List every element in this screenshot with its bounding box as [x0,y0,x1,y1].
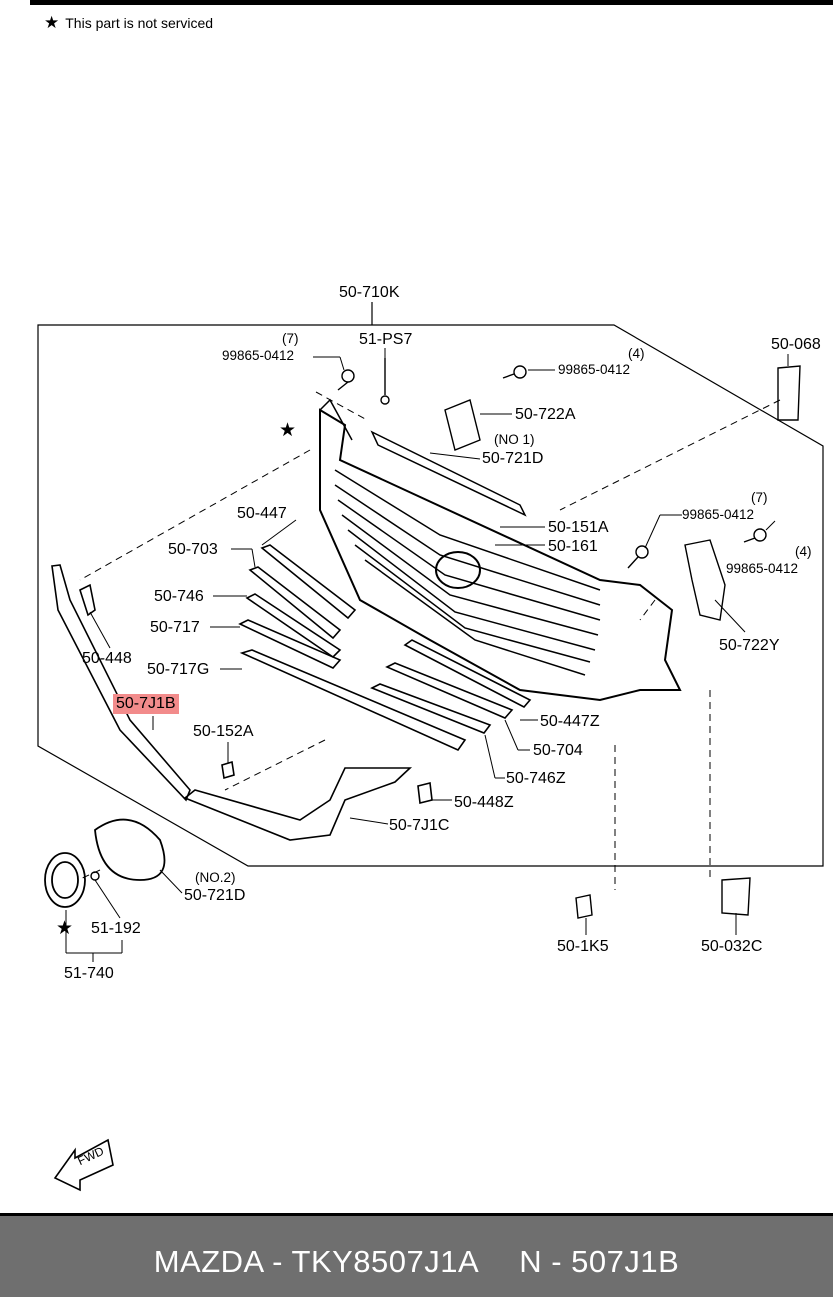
molding-strips-left [238,544,467,752]
lower-trims [51,564,433,841]
label-50-717G: 50-717G [147,661,210,678]
label-bolt-c: 99865-0412 [682,507,755,522]
label-51-PS7: 51-PS7 [359,331,413,348]
emblem-mount [435,551,481,589]
label-bolt-b: 99865-0412 [558,362,631,377]
label-50-717: 50-717 [150,619,200,636]
label-50-448Z: 50-448Z [454,794,514,811]
label-50-068: 50-068 [771,336,821,353]
label-50-151A: 50-151A [548,519,609,536]
label-qty-7-a: (7) [282,331,299,346]
fasteners [90,358,801,919]
label-no1: (NO 1) [494,432,535,447]
footer-part-number: MAZDA - TKY8507J1A [153,1244,480,1279]
star-icon: ★ [56,918,74,939]
label-50-7J1B-highlighted: 50-7J1B [113,694,179,714]
star-icon: ★ [44,13,60,32]
label-50-721D-no2: 50-721D [184,887,246,904]
footer-text: MAZDA - TKY8507J1A N - 507J1B [0,1244,833,1280]
fwd-arrow-icon [53,1138,114,1192]
parts-diagram [37,302,824,1192]
label-bolt-d: 99865-0412 [726,561,799,576]
label-qty-4-b: (4) [795,544,812,559]
not-serviced-notice: ★ This part is not serviced [44,14,213,31]
label-50-746: 50-746 [154,588,204,605]
molding-strips-right [370,639,532,734]
emblem-base [94,818,166,881]
label-50-447Z: 50-447Z [540,713,600,730]
label-50-722A: 50-722A [515,406,576,423]
label-50-703: 50-703 [168,541,218,558]
footer-bar: MAZDA - TKY8507J1A N - 507J1B [0,1213,833,1297]
label-51-192: 51-192 [91,920,141,937]
label-51-740: 51-740 [64,965,114,982]
label-50-722Y: 50-722Y [719,637,780,654]
emblem [44,852,86,908]
label-50-704: 50-704 [533,742,583,759]
label-bolt-a: 99865-0412 [222,348,295,363]
label-50-447: 50-447 [237,505,287,522]
label-qty-4-a: (4) [628,346,645,361]
emblem-parts [44,818,166,908]
assembly-frame [37,324,824,867]
top-rule [30,0,833,5]
label-50-152A: 50-152A [193,723,254,740]
leader-lines [65,348,789,962]
label-50-032C: 50-032C [701,938,763,955]
grille-assembly [319,398,682,702]
label-50-161: 50-161 [548,538,598,555]
label-qty-7-b: (7) [751,490,768,505]
label-no2: (NO.2) [195,870,236,885]
label-50-746Z: 50-746Z [506,770,566,787]
label-50-721D: 50-721D [482,450,544,467]
footer-short-code: N - 507J1B [519,1244,680,1279]
star-icon: ★ [279,420,297,441]
label-50-710K: 50-710K [339,284,400,301]
label-50-448: 50-448 [82,650,132,667]
label-50-1K5: 50-1K5 [557,938,609,955]
notice-text: This part is not serviced [65,14,214,31]
label-50-7J1C: 50-7J1C [389,817,450,834]
